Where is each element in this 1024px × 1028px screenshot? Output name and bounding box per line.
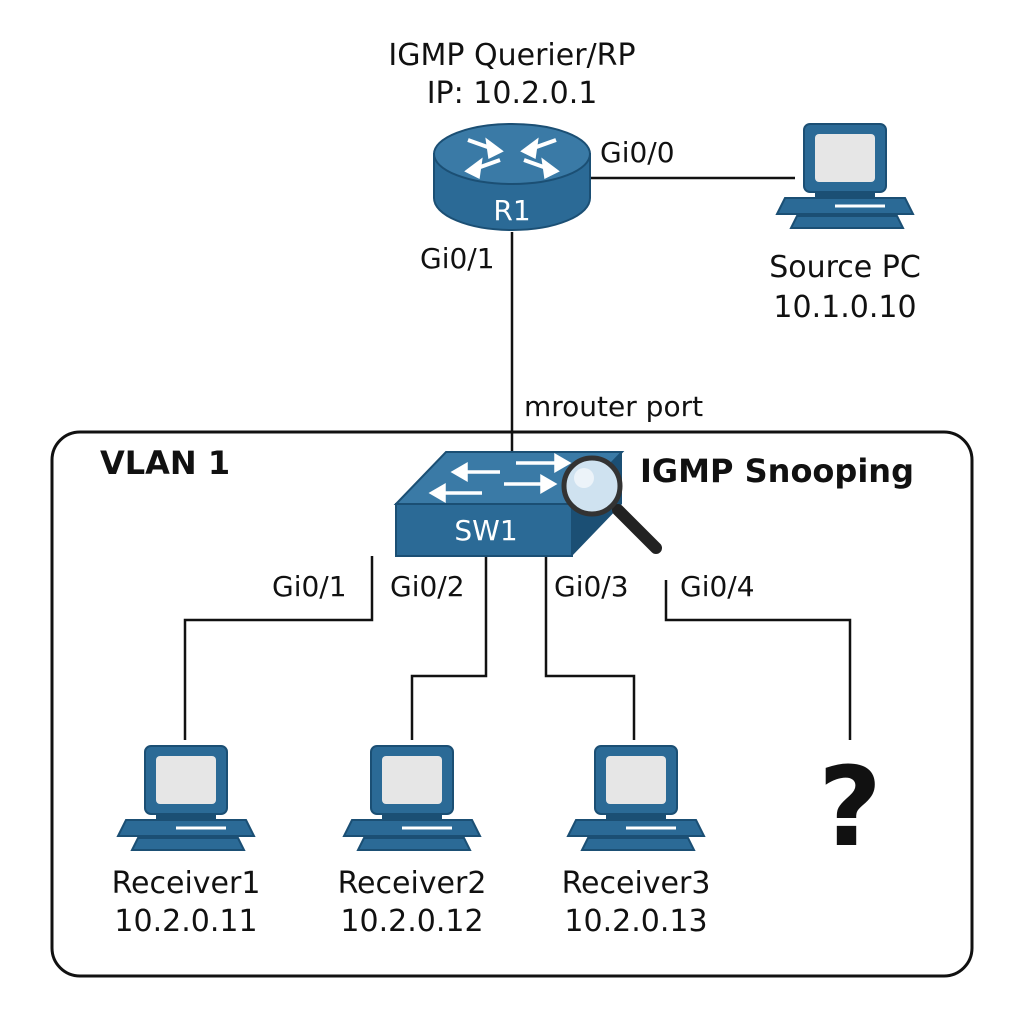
link-sw1-receiver1 — [183, 556, 374, 740]
link-sw1-receiver3 — [544, 556, 636, 740]
vlan-label: VLAN 1 — [100, 444, 231, 482]
receiver3-name: Receiver3 — [561, 866, 711, 901]
switch-port-gi0-2-label: Gi0/2 — [390, 570, 465, 603]
switch-port-gi0-4-label: Gi0/4 — [680, 570, 755, 603]
receiver1-name: Receiver1 — [111, 866, 261, 901]
receiver2-ip: 10.2.0.12 — [340, 904, 484, 939]
magnifier-icon — [561, 455, 662, 554]
source-pc-icon[interactable] — [775, 122, 915, 230]
router-icon[interactable] — [433, 123, 591, 231]
port-r1-gi0-1-label: Gi0/1 — [420, 242, 495, 275]
router-role-label: IGMP Querier/RP — [388, 38, 636, 73]
source-pc-name: Source PC — [769, 250, 921, 285]
port-gi0-0-label: Gi0/0 — [600, 136, 675, 169]
receiver3-ip: 10.2.0.13 — [564, 904, 708, 939]
switch-port-gi0-3-label: Gi0/3 — [554, 570, 629, 603]
mrouter-port-label: mrouter port — [524, 390, 704, 423]
source-pc-ip: 10.1.0.10 — [773, 290, 917, 325]
router-ip-label: IP: 10.2.0.1 — [426, 76, 598, 111]
receiver2-name: Receiver2 — [337, 866, 487, 901]
receiver1-pc-icon[interactable] — [116, 744, 256, 852]
receiver2-pc-icon[interactable] — [342, 744, 482, 852]
receiver3-pc-icon[interactable] — [566, 744, 706, 852]
link-sw1-unknown — [664, 580, 852, 740]
receiver1-ip: 10.2.0.11 — [114, 904, 258, 939]
switch-port-gi0-1-label: Gi0/1 — [272, 570, 347, 603]
link-sw1-receiver2 — [410, 556, 488, 740]
switch-name-label: SW1 — [454, 514, 518, 547]
igmp-snooping-label: IGMP Snooping — [640, 452, 914, 490]
links — [183, 176, 852, 740]
router-name-label: R1 — [493, 194, 531, 227]
unknown-host-question-mark: ? — [818, 743, 882, 871]
